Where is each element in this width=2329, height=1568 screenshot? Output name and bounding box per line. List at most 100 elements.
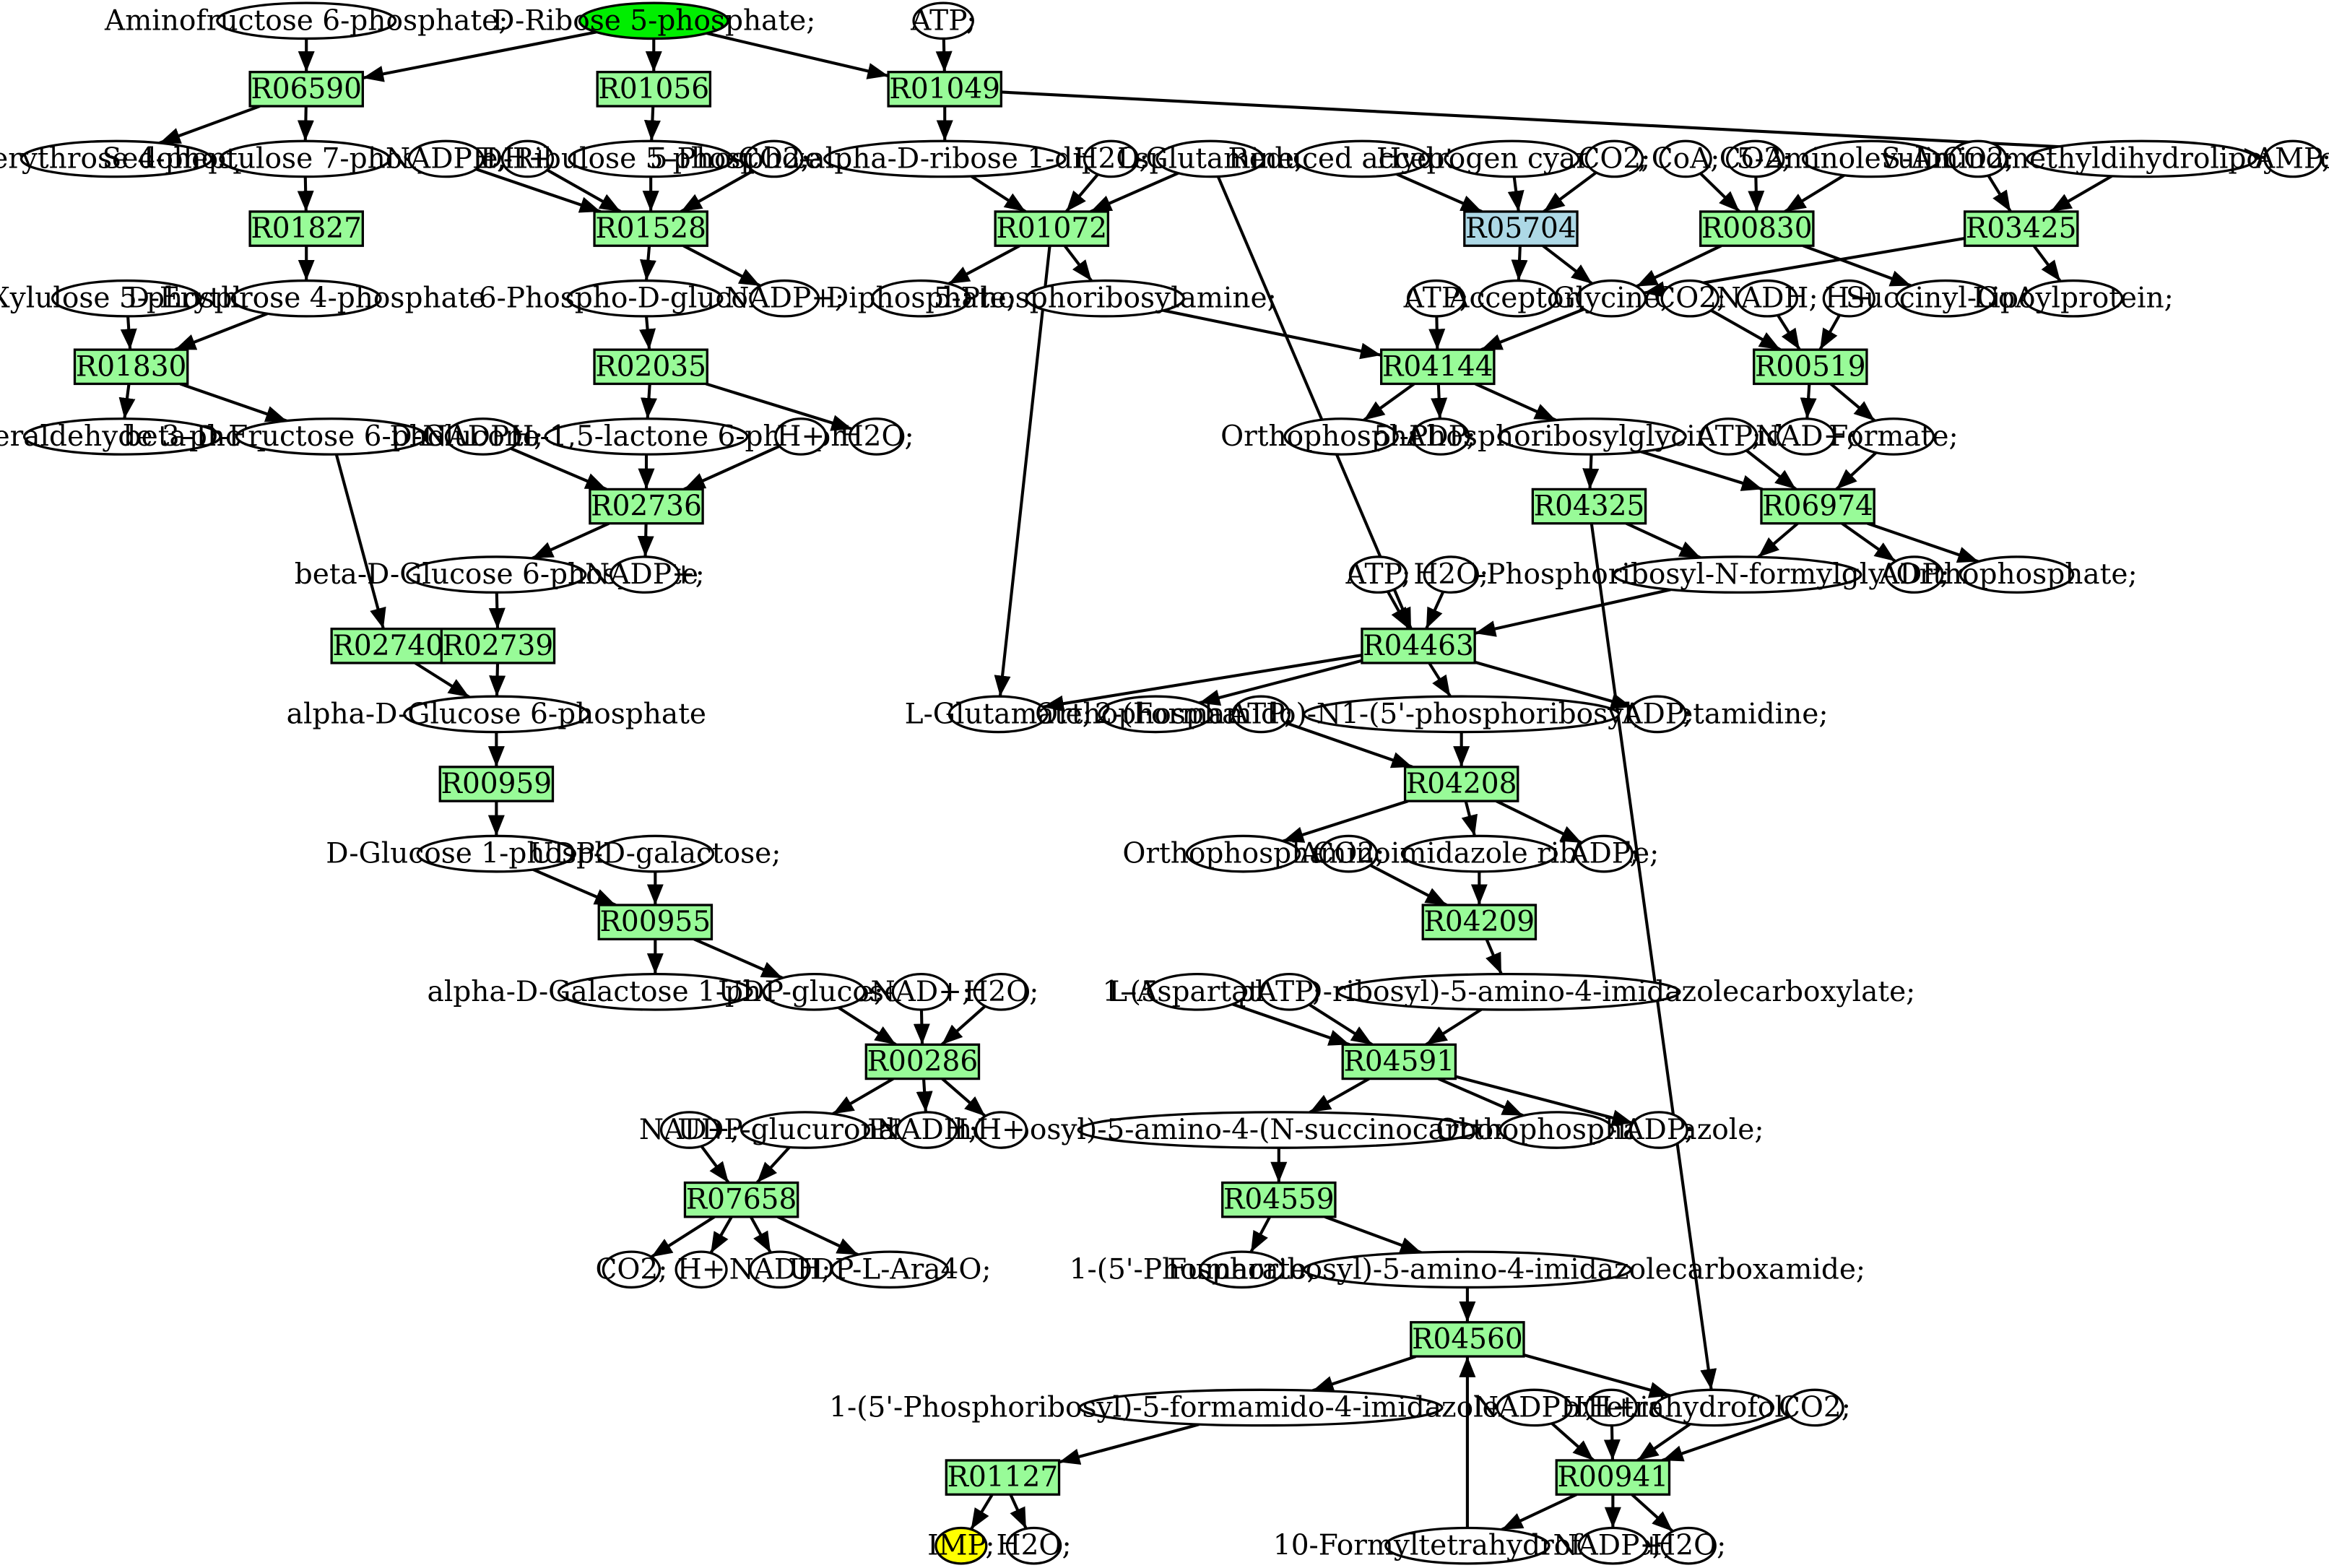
compound-node-amp[interactable]: AMP;	[2254, 139, 2329, 178]
reaction-node-R00941[interactable]: R00941	[1555, 1459, 1671, 1496]
compound-node-orthop3[interactable]: Orthophosphate;	[1035, 695, 1276, 734]
compound-node-adp3[interactable]: ADP;	[1621, 695, 1693, 734]
reaction-node-R01528[interactable]: R01528	[593, 210, 708, 247]
compound-node-nadp1[interactable]: NADP+;	[724, 279, 844, 318]
compound-node-h2o_6[interactable]: H2O;	[1651, 1526, 1726, 1565]
compound-node-udpgal[interactable]: UDP-D-galactose;	[529, 834, 781, 873]
compound-node-hplus3[interactable]: H+	[774, 417, 828, 456]
compound-node-aicar[interactable]: 1-(5'-Phosphoribosyl)-5-amino-4-imidazol…	[1070, 1250, 1865, 1289]
reaction-node-R00830[interactable]: R00830	[1699, 210, 1815, 247]
reaction-node-R03425[interactable]: R03425	[1963, 210, 2079, 247]
reaction-node-R04325[interactable]: R04325	[1531, 488, 1647, 525]
compound-node-imp[interactable]: IMP;	[927, 1526, 995, 1565]
compound-node-atp6[interactable]: ATP;	[1256, 973, 1322, 1011]
compound-node-udpglc[interactable]: UDP-glucose;	[718, 973, 910, 1011]
reaction-node-R02035[interactable]: R02035	[593, 348, 708, 386]
compound-node-nadh3[interactable]: NADH;	[729, 1250, 831, 1289]
compound-node-h2o_5[interactable]: H2O;	[997, 1526, 1072, 1565]
compound-node-co2_7[interactable]: CO2;	[595, 1250, 667, 1289]
compound-node-co2_5[interactable]: CO2;	[1654, 279, 1726, 318]
compound-node-hplus2[interactable]: H+	[1822, 279, 1875, 318]
compound-node-co2_3[interactable]: CO2;	[1719, 139, 1792, 178]
compound-node-co2_8[interactable]: CO2;	[1779, 1388, 1851, 1427]
compound-node-nadh2[interactable]: NADH;	[876, 1111, 978, 1149]
reaction-node-R00519[interactable]: R00519	[1753, 348, 1868, 386]
compound-node-nadp3[interactable]: NADP+;	[1553, 1526, 1673, 1565]
compound-node-adp4[interactable]: ADP;	[1568, 834, 1639, 873]
compound-node-co2_1[interactable]: CO2;	[738, 139, 810, 178]
reaction-node-R04209[interactable]: R04209	[1421, 904, 1538, 940]
reaction-node-R01127[interactable]: R01127	[945, 1459, 1061, 1496]
compound-node-h2o_1[interactable]: H2O;	[1073, 139, 1149, 178]
compound-node-formate[interactable]: Formate;	[1829, 417, 1959, 456]
compound-node-atp2[interactable]: ATP;	[1403, 279, 1469, 318]
compound-node-nad2[interactable]: NAD+;	[871, 973, 972, 1011]
compound-node-nad3[interactable]: NAD+;	[639, 1111, 740, 1149]
reaction-node-R07658[interactable]: R07658	[683, 1181, 799, 1218]
reaction-node-R04560[interactable]: R04560	[1410, 1321, 1525, 1358]
compound-node-hplus6[interactable]: H+	[1584, 1388, 1638, 1427]
compound-node-h2o_2[interactable]: H2O;	[839, 417, 914, 456]
compound-node-hplus5[interactable]: H+	[675, 1250, 728, 1289]
compound-node-nadph2[interactable]: NADPH;	[422, 417, 543, 456]
reaction-node-R01827[interactable]: R01827	[248, 210, 364, 247]
reaction-node-R06974[interactable]: R06974	[1760, 488, 1875, 525]
compound-node-prpa[interactable]: 5-Phosphoribosylamine;	[934, 279, 1277, 318]
reaction-node-R04463[interactable]: R04463	[1361, 628, 1476, 664]
compound-node-nadph3[interactable]: NADPH;	[1474, 1388, 1595, 1427]
compound-node-lglutamine[interactable]: L-Glutamine;	[1117, 139, 1304, 178]
compound-node-atp4[interactable]: ATP;	[1345, 555, 1411, 594]
compound-node-diphos[interactable]: Diphosphate;	[826, 279, 1016, 318]
compound-node-atp1[interactable]: ATP;	[910, 1, 976, 40]
compound-node-adp2[interactable]: ADP;	[1878, 555, 1950, 594]
reaction-node-R04208[interactable]: R04208	[1403, 766, 1519, 802]
compound-node-h2o_3[interactable]: H2O;	[1413, 555, 1488, 594]
compound-node-atp3[interactable]: ATP;	[1696, 417, 1761, 456]
compound-node-bdglc6p[interactable]: beta-D-Glucose 6-phosphate	[295, 555, 698, 594]
reaction-node-R01056[interactable]: R01056	[596, 71, 712, 108]
compound-node-dery4p[interactable]: D-Erythrose 4-phosphate	[127, 279, 486, 318]
compound-node-h2o_4[interactable]: H2O;	[963, 973, 1038, 1011]
reaction-node-R04591[interactable]: R04591	[1341, 1043, 1457, 1080]
compound-node-drib5p[interactable]: D-Ribose 5-phosphate;	[492, 1, 815, 40]
compound-node-lglutamate[interactable]: L-Glutamate;	[905, 695, 1092, 734]
compound-node-fumarate[interactable]: Fumarate;	[1167, 1250, 1317, 1289]
reaction-node-R06590[interactable]: R06590	[248, 71, 364, 108]
compound-node-samdlp[interactable]: S-Aminomethyldihydrolipoylprotein;	[1881, 139, 2329, 178]
compound-node-adp1[interactable]: ADP;	[1405, 417, 1476, 456]
compound-node-nad1[interactable]: NAD+;	[1756, 417, 1857, 456]
compound-node-aminofru6p[interactable]: Aminofructose 6-phosphate;	[104, 1, 508, 40]
compound-node-co2_6[interactable]: CO2;	[1312, 834, 1384, 873]
reaction-node-R02740[interactable]: R02740	[330, 628, 446, 664]
reaction-node-R04144[interactable]: R04144	[1380, 348, 1496, 386]
reaction-node-R01830[interactable]: R01830	[73, 348, 189, 386]
compound-node-adp5[interactable]: ADP;	[1623, 1111, 1694, 1149]
compound-node-lipoprot[interactable]: Lipoylprotein;	[1973, 279, 2174, 318]
reaction-node-R04559[interactable]: R04559	[1221, 1181, 1337, 1218]
compound-node-co2_2[interactable]: CO2;	[1578, 139, 1650, 178]
reaction-node-R02739[interactable]: R02739	[440, 628, 556, 664]
compound-node-udpgluc[interactable]: UDP-glucuronate;	[677, 1111, 933, 1149]
reaction-node-R01072[interactable]: R01072	[994, 210, 1110, 247]
reaction-node-R02736[interactable]: R02736	[589, 488, 704, 525]
compound-node-fgam[interactable]: 2-(Formamido)-N1-(5'-phosphoribosyl)acet…	[1095, 695, 1829, 734]
compound-node-co2_4[interactable]: CO2;	[1942, 139, 2014, 178]
compound-node-atp5[interactable]: ATP;	[1228, 695, 1293, 734]
compound-node-udpara[interactable]: UDP-L-Ara4O;	[789, 1250, 992, 1289]
compound-node-acceptor[interactable]: Acceptor;	[1448, 279, 1587, 318]
reaction-node-R00286[interactable]: R00286	[864, 1043, 981, 1080]
compound-node-orthop1[interactable]: Orthophosphate;	[1220, 417, 1462, 456]
reaction-node-R05704[interactable]: R05704	[1463, 210, 1579, 247]
compound-node-hplus4[interactable]: H+	[974, 1111, 1028, 1149]
compound-node-orthop4[interactable]: Orthophosphate;	[1122, 834, 1364, 873]
compound-node-glycine[interactable]: Glycine;	[1553, 279, 1670, 318]
compound-node-hplus1[interactable]: H+	[500, 139, 555, 178]
compound-node-nadh1[interactable]: NADH;	[1717, 279, 1818, 318]
compound-node-adglc6p[interactable]: alpha-D-Glucose 6-phosphate	[287, 695, 706, 734]
compound-node-nadph1[interactable]: NADPH;	[386, 139, 506, 178]
reaction-node-R01049[interactable]: R01049	[887, 71, 1002, 108]
reaction-node-R00959[interactable]: R00959	[438, 766, 555, 802]
compound-node-succcoa[interactable]: Succinyl-CoA;	[1846, 279, 2045, 318]
compound-node-orthop2[interactable]: Orthophosphate;	[1896, 555, 2138, 594]
reaction-node-R00955[interactable]: R00955	[597, 904, 714, 940]
